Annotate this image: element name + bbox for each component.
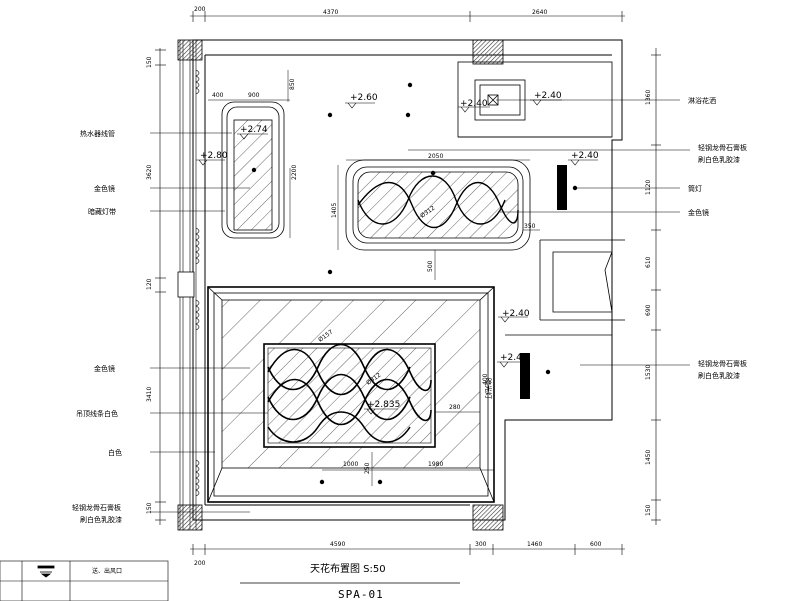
room-walls [192,39,623,521]
ceiling-downlights [251,82,578,485]
legend-table [0,560,169,601]
top-dimension-line [190,11,625,22]
dim-left-4: 3410 [146,387,153,402]
dim-left-1: 150 [146,56,153,68]
vent-icon [37,565,55,578]
column-bottom-left [177,504,203,531]
label-right-6: 轻钢龙骨石膏板 [698,359,747,368]
dim-right-2: 1120 [645,180,652,195]
column-top-left [177,39,203,61]
dim-top-2: 4370 [323,9,338,16]
small-label-light: 暗光灯 [484,378,493,399]
dim-top-1: 200 [194,6,206,13]
dim-inner-d: 2200 [291,165,298,180]
elevation-e3: +2.40 [534,91,562,101]
bottom-dimension-line [190,544,625,555]
dim-bottom-4: 1460 [527,541,542,548]
dim-left-2: 3620 [146,165,153,180]
dim-bottom-2: 4590 [330,541,345,548]
dim-inner-c: 850 [289,78,296,90]
label-left-1: 热水器线管 [80,129,115,138]
dim-bottom-1: 200 [194,560,206,567]
dim-left-3: 120 [146,278,153,290]
left-mirror [221,101,285,239]
label-left-8: 刷白色乳胶漆 [80,515,122,524]
dim-right-1: 1360 [645,90,652,105]
dim-right-6: 1450 [645,450,652,465]
label-left-4: 金色镜 [94,364,115,373]
dim-top-3: 2640 [532,9,547,16]
dim-inner-m: 400 [482,373,489,385]
inner-dimension-lines [208,70,540,486]
label-left-7: 轻钢龙骨石膏板 [72,503,121,512]
column-left-mid [177,271,195,298]
label-left-3: 暗藏灯带 [88,207,116,216]
column-bottom-mid [472,504,504,531]
light-bar-right-bottom [520,353,530,399]
label-right-3: 刷白色乳胶漆 [698,155,740,164]
column-top-mid [472,39,504,65]
dim-inner-e: 2050 [428,153,443,160]
lower-ceiling-panel [207,286,495,503]
drawing-title: 天花布置图 S:50 [310,562,386,575]
dim-inner-f: 1405 [331,203,338,218]
dim-right-7: 150 [645,504,652,516]
dim-bottom-3: 300 [475,541,487,548]
dim-inner-j: 250 [364,462,371,474]
elevation-e9: +2.835 [367,400,400,410]
label-left-2: 金色镜 [94,184,115,193]
dim-inner-l: 280 [449,404,461,411]
dim-inner-a: 400 [212,92,224,99]
light-bar-right-top [557,165,567,210]
elevation-e5: +2.80 [200,151,228,161]
dim-right-4: 690 [645,304,652,316]
label-right-1: 淋浴花洒 [688,96,716,105]
dim-bottom-5: 600 [590,541,602,548]
right-dimension-line [651,48,661,525]
dim-right-3: 610 [645,256,652,268]
elevation-e4: +2.74 [240,125,268,135]
elevation-e6: +2.40 [571,151,599,161]
label-left-6: 白色 [108,448,122,457]
dim-inner-g: 350 [524,223,536,230]
middle-mirror [345,159,531,251]
dim-inner-i: 1000 [343,461,358,468]
lower-right-room [505,139,625,336]
elevation-e1: +2.60 [350,93,378,103]
dim-left-5: 150 [146,502,153,514]
label-right-7: 刷白色乳胶漆 [698,371,740,380]
dim-right-5: 1530 [645,365,652,380]
lower-wave-pattern [267,343,432,443]
label-right-2: 轻钢龙骨石膏板 [698,143,747,152]
right-leader-lines [408,99,690,366]
elevation-e2: +2.40 [460,99,488,109]
dim-inner-h: 500 [427,260,434,272]
left-dimension-line [155,48,166,525]
dim-inner-b: 900 [248,92,260,99]
label-right-5: 金色镜 [688,208,709,217]
label-left-5: 吊顶线条白色 [76,409,118,418]
label-right-4: 筒灯 [688,184,702,193]
elevation-e7: +2.40 [502,309,530,319]
elevation-e8: +2.40 [500,353,528,363]
left-leader-lines [150,132,268,513]
legend-item-label: 送、出风口 [92,567,122,575]
drawing-code: SPA-01 [338,588,384,601]
dim-inner-k: 1980 [428,461,443,468]
